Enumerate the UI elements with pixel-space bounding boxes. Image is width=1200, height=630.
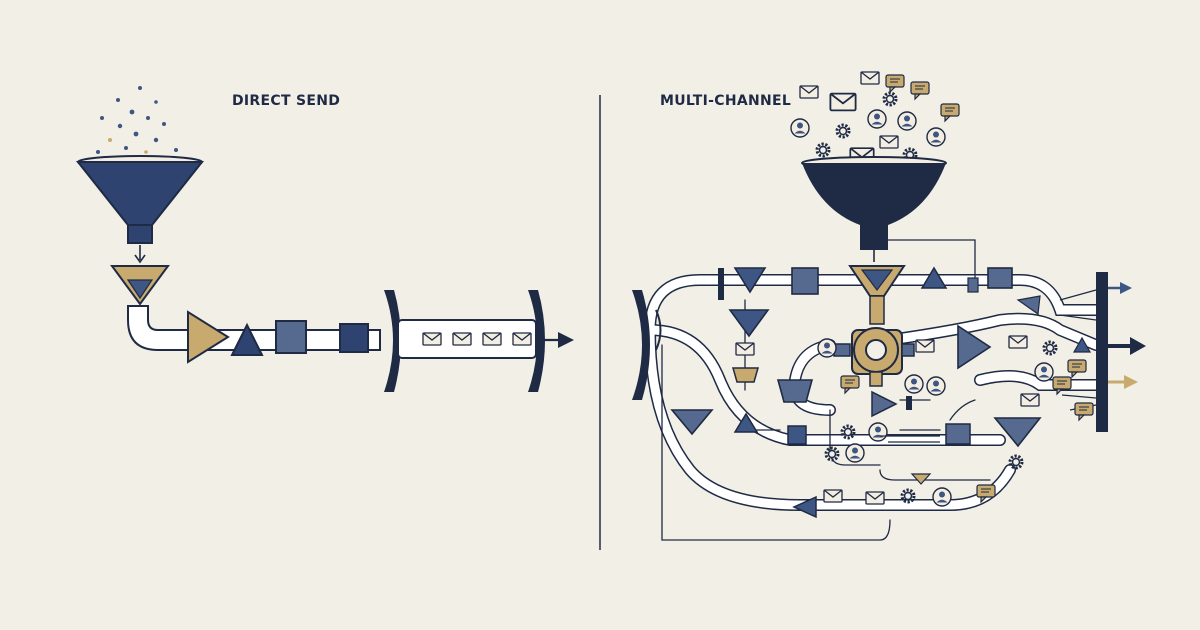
envelope-tube (397, 319, 537, 359)
disc-icon (384, 290, 545, 392)
triangle-icon (732, 367, 759, 383)
gear-icon (835, 123, 851, 139)
square-icon (787, 425, 807, 445)
chat-icon (940, 103, 960, 122)
envelope-icon (860, 71, 880, 85)
envelope-icon (735, 342, 755, 356)
panel-title-multi-channel: MULTI-CHANNEL (660, 93, 792, 109)
disc-icon (632, 290, 650, 400)
flow-lines (880, 435, 940, 443)
channel-icons (790, 71, 960, 165)
gear-icon (824, 446, 840, 462)
left-panel-direct-send (75, 86, 574, 392)
arrow-icon (1108, 282, 1132, 294)
envelope-icon (915, 339, 935, 353)
disc-icon (1016, 295, 1041, 316)
square-icon (791, 267, 819, 295)
gear-icon (815, 142, 831, 158)
triangle-icon (993, 417, 1042, 448)
envelope-icon (829, 92, 857, 112)
triangle-icon (230, 322, 264, 356)
square-icon (339, 323, 369, 353)
envelope-icon (482, 332, 502, 346)
chat-icon (910, 81, 930, 100)
funnel-icon (75, 155, 205, 264)
envelope-icon (422, 332, 442, 346)
chat-icon (1052, 376, 1072, 395)
triangle-icon (848, 265, 906, 325)
arrow-icon (1108, 375, 1138, 389)
funnel-icon (801, 156, 947, 262)
particles-icon (96, 86, 178, 162)
envelope-icon (1020, 393, 1040, 407)
gear-icon (1042, 340, 1058, 356)
gear-icon (882, 91, 898, 107)
triangle-icon (910, 473, 932, 485)
envelope-icon (865, 491, 885, 505)
flow-lines (1059, 289, 1097, 411)
chat-icon (885, 74, 905, 93)
triangle-icon (733, 412, 759, 433)
envelope-icon (879, 135, 899, 149)
user-icon (817, 338, 837, 358)
envelope-icon (452, 332, 472, 346)
triangle-icon (670, 409, 714, 436)
pipe-network (644, 239, 1102, 541)
user-icon (926, 127, 946, 147)
user-icon (897, 111, 917, 131)
disc-icon (655, 309, 662, 351)
chat-icon (1067, 359, 1087, 378)
triangle-icon (920, 266, 948, 289)
arrow-icon (540, 332, 574, 348)
square-icon (967, 277, 979, 293)
square-icon (718, 268, 724, 300)
triangle-icon (871, 390, 898, 418)
user-icon (868, 422, 888, 442)
user-icon (845, 443, 865, 463)
user-icon (926, 376, 946, 396)
panel-title-direct-send: DIRECT SEND (232, 93, 341, 109)
square-icon (906, 396, 912, 410)
envelope-icon (799, 85, 819, 99)
triangle-icon (776, 379, 814, 403)
envelope-icon (1008, 335, 1028, 349)
user-icon (904, 374, 924, 394)
triangle-icon (728, 309, 770, 338)
triangle-icon (187, 310, 230, 364)
user-icon (932, 487, 952, 507)
output-bar (1096, 272, 1108, 432)
user-icon (790, 118, 810, 138)
triangle-icon (792, 495, 817, 519)
valve-icon (833, 327, 915, 387)
arrow-icon (1108, 337, 1146, 355)
square-icon (945, 423, 971, 445)
right-panel-multi-channel (632, 71, 1146, 541)
triangle-icon (733, 267, 767, 294)
triangle-icon (1072, 336, 1092, 353)
envelope-icon (512, 332, 532, 346)
chat-icon (1074, 402, 1094, 421)
user-icon (867, 109, 887, 129)
square-icon (275, 320, 307, 354)
triangle-icon (110, 265, 170, 306)
chat-icon (840, 375, 860, 394)
triangle-icon (957, 324, 992, 370)
square-icon (987, 267, 1013, 289)
user-icon (1034, 362, 1054, 382)
envelope-icon (823, 489, 843, 503)
